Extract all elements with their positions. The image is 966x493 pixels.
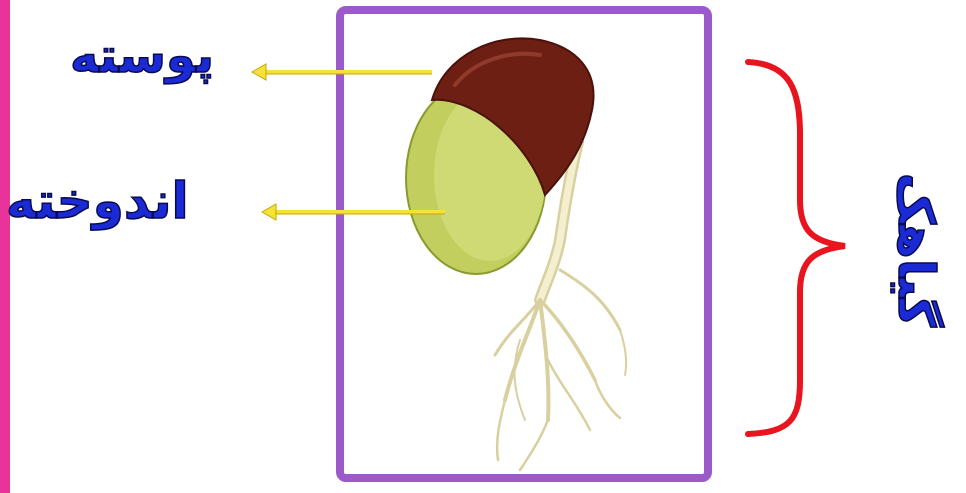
label-reserve: اندوخته [6, 172, 189, 230]
label-seed-plantlet: گیاهک [868, 140, 964, 360]
curly-brace [748, 62, 845, 434]
arrow-shell [252, 64, 432, 80]
label-seed-text: گیاهک [887, 173, 945, 327]
label-shell: پوسته [70, 28, 214, 84]
